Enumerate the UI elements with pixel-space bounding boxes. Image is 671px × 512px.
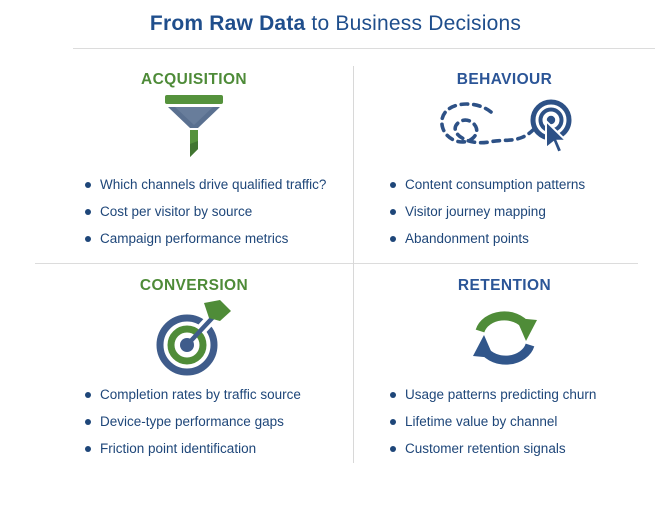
list-item: Cost per visitor by source — [85, 203, 353, 220]
vertical-divider — [353, 66, 354, 463]
bullet-text: Cost per visitor by source — [100, 204, 253, 219]
bullet-dot — [390, 181, 396, 188]
title-divider — [73, 48, 655, 49]
horizontal-divider — [35, 263, 638, 264]
list-item: Lifetime value by channel — [390, 413, 655, 430]
quadrant-acquisition-heading: ACQUISITION — [140, 71, 247, 88]
quadrant-conversion-heading: CONVERSION — [139, 277, 249, 294]
bullet-dot — [390, 445, 396, 452]
bullet-dot — [85, 418, 91, 425]
quadrant-conversion: CONVERSION Completion rates by traffic s… — [35, 266, 353, 467]
bullet-text: Device-type performance gaps — [100, 414, 284, 429]
bullet-dot — [85, 208, 91, 215]
list-item: Content consumption patterns — [390, 176, 655, 193]
bullet-dot — [85, 391, 91, 398]
quadrant-behaviour: BEHAVIOUR Content consumption patterns V… — [354, 60, 655, 257]
bullet-dot — [85, 235, 91, 242]
list-item: Device-type performance gaps — [85, 413, 353, 430]
list-item: Which channels drive qualified traffic? — [85, 176, 353, 193]
page-title-emphasis: From Raw Data — [149, 12, 306, 35]
bullet-text: Lifetime value by channel — [405, 414, 558, 429]
behaviour-bullet-list: Content consumption patterns Visitor jou… — [354, 176, 655, 257]
list-item: Customer retention signals — [390, 440, 655, 457]
acquisition-bullet-list: Which channels drive qualified traffic? … — [35, 176, 353, 257]
bullet-text: Completion rates by traffic source — [100, 387, 301, 402]
bullet-text: Abandonment points — [405, 231, 529, 246]
funnel-icon — [164, 92, 224, 164]
list-item: Abandonment points — [390, 230, 655, 247]
quadrant-behaviour-heading: BEHAVIOUR — [456, 71, 553, 88]
quadrant-retention-heading: RETENTION — [457, 277, 552, 294]
bullet-text: Usage patterns predicting churn — [405, 387, 597, 402]
list-item: Visitor journey mapping — [390, 203, 655, 220]
bullet-dot — [390, 235, 396, 242]
list-item: Completion rates by traffic source — [85, 386, 353, 403]
cycle-arrows-icon — [465, 298, 545, 378]
retention-bullet-list: Usage patterns predicting churn Lifetime… — [354, 386, 655, 467]
quadrant-retention: RETENTION Usage patterns predicting chur… — [354, 266, 655, 467]
bullet-dot — [390, 391, 396, 398]
bullet-text: Which channels drive qualified traffic? — [100, 177, 327, 192]
conversion-bullet-list: Completion rates by traffic source Devic… — [35, 386, 353, 467]
bullet-text: Customer retention signals — [405, 441, 566, 456]
target-arrow-icon — [153, 298, 235, 378]
quadrant-acquisition: ACQUISITION Which channels drive qualifi… — [35, 60, 353, 257]
bullet-text: Friction point identification — [100, 441, 257, 456]
journey-path-cursor-icon — [429, 92, 581, 164]
list-item: Usage patterns predicting churn — [390, 386, 655, 403]
bullet-dot — [390, 208, 396, 215]
page-title-rest: to Business Decisions — [305, 12, 522, 35]
page-title: From Raw Data to Business Decisions — [0, 12, 671, 36]
bullet-text: Content consumption patterns — [405, 177, 586, 192]
bullet-dot — [85, 445, 91, 452]
bullet-dot — [85, 181, 91, 188]
bullet-dot — [390, 418, 396, 425]
list-item: Friction point identification — [85, 440, 353, 457]
bullet-text: Visitor journey mapping — [405, 204, 546, 219]
list-item: Campaign performance metrics — [85, 230, 353, 247]
bullet-text: Campaign performance metrics — [100, 231, 289, 246]
